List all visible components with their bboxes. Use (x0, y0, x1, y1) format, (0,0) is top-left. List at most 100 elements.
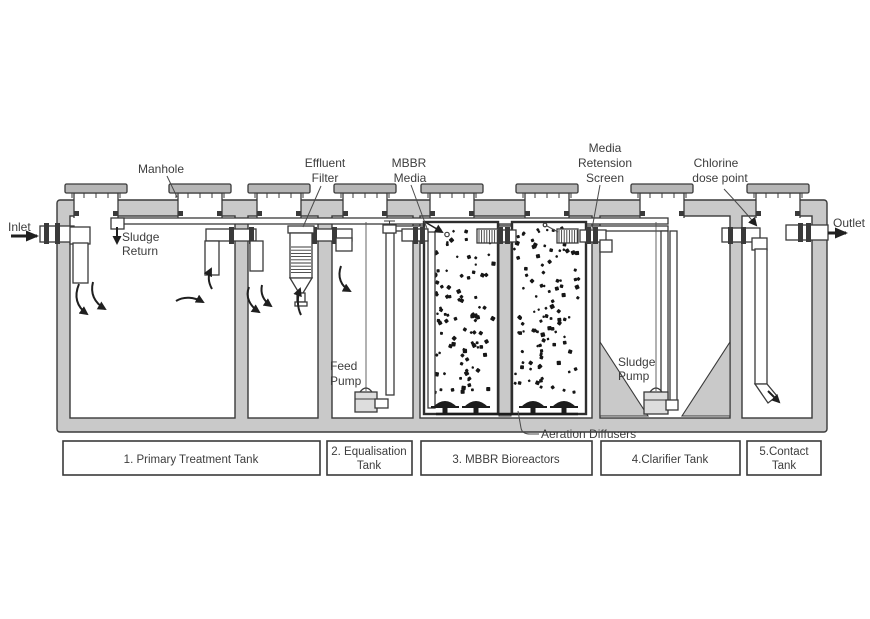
media-dot (546, 228, 549, 232)
media-dot (567, 370, 571, 374)
contact-elbow (751, 237, 768, 251)
media-dot (473, 313, 479, 319)
media-dot (573, 268, 577, 272)
feed-pump-riser (385, 232, 395, 396)
wall-crossings (39, 223, 829, 404)
flow-arrow (260, 284, 273, 308)
sludge-pump-label-2: Pump (618, 369, 650, 383)
effluent-filter-screen-hatch (291, 246, 311, 274)
manhole-cover (247, 183, 311, 194)
media-dot (557, 317, 562, 322)
media-dot (513, 381, 517, 385)
manhole-cover (515, 183, 579, 194)
effluent-filter-cap (287, 225, 315, 234)
media-dot (472, 330, 477, 335)
media-dot (490, 315, 496, 322)
media-dot (531, 244, 537, 250)
flange (798, 223, 803, 242)
clarifier-hopper-left (599, 340, 650, 417)
media-dot (448, 343, 453, 349)
pump-handle (649, 387, 663, 393)
media-dot (459, 273, 464, 278)
flange (806, 223, 811, 242)
manhole-cover (630, 183, 694, 194)
media-dot (529, 278, 535, 284)
sludge-pump-body (643, 391, 669, 415)
media-dot (530, 238, 535, 243)
effluent-filter-leader (302, 185, 322, 228)
dip-pipe (249, 240, 264, 272)
media-dot (521, 232, 525, 236)
screen-tie-line (546, 225, 559, 233)
manhole (64, 183, 128, 218)
clarifier-riser-2 (669, 230, 678, 402)
sludge-pump-assembly (643, 222, 679, 415)
media-dot (436, 318, 441, 323)
mbbr-cell-2 (510, 220, 588, 416)
flow-arrow-up (293, 287, 302, 316)
mbbr-inlet-arrow (424, 221, 444, 234)
chlorine-dose-leader (723, 188, 758, 227)
media-dot (544, 306, 548, 310)
media-dot (474, 263, 477, 266)
tank-box-1-label: 1. Primary Treatment Tank (124, 454, 259, 466)
sludge-pump-elbow (665, 399, 679, 411)
media-dot (466, 254, 472, 260)
media-dot (534, 295, 538, 298)
air-downcomer-pipe (427, 231, 436, 409)
manhole-cover (420, 183, 484, 194)
inlet-flange (44, 223, 49, 244)
manhole (420, 183, 484, 218)
flange (498, 227, 503, 244)
media-dot (471, 270, 476, 275)
mbbr-media-dots-1 (423, 228, 496, 395)
mbbr-media-dots-2 (512, 226, 581, 394)
media-dot (452, 229, 455, 233)
media-dot (450, 387, 455, 392)
media-dot (478, 305, 481, 309)
flow-arrow (75, 283, 89, 316)
media-dot (446, 313, 450, 317)
aeration-diffusers-label: Aeration Diffusers (541, 427, 636, 441)
media-dot (446, 284, 452, 290)
media-dot (514, 372, 517, 376)
media-dot (491, 261, 496, 266)
media-dot (480, 272, 485, 278)
screen-hatch (558, 230, 578, 243)
media-dot (537, 366, 541, 370)
media-dot (444, 294, 450, 299)
media-dot (460, 389, 465, 394)
media-dot (573, 367, 578, 372)
media-dot (466, 275, 471, 280)
media-dot (517, 381, 522, 385)
media-dot (547, 289, 551, 294)
media-dot (436, 269, 440, 273)
media-dot (541, 338, 546, 343)
media-dot (448, 237, 455, 243)
media-dot (482, 352, 488, 358)
media-dot (482, 305, 487, 310)
feed-valve-body (382, 224, 397, 234)
mbbr-media-label-2: Media (394, 171, 427, 185)
media-dot (435, 353, 439, 357)
media-dot (439, 306, 443, 310)
inlet-dip-pipe (72, 242, 89, 284)
manholes (64, 183, 810, 218)
media-dot (451, 335, 457, 341)
flange (413, 227, 418, 244)
media-dot (453, 316, 458, 321)
media-dot (546, 337, 550, 341)
media-dot (522, 286, 525, 290)
media-dot (561, 292, 566, 298)
media-dot (442, 372, 446, 376)
flange (505, 227, 510, 244)
media-dot (521, 361, 525, 365)
tank-box-2-label-1: 2. Equalisation (331, 446, 406, 458)
flow-arrow (246, 286, 261, 314)
feed-pump-elbow (374, 398, 389, 409)
manhole-cover (333, 183, 397, 194)
diffuser (519, 401, 547, 414)
media-dot (470, 388, 474, 392)
media-dot (535, 330, 539, 334)
